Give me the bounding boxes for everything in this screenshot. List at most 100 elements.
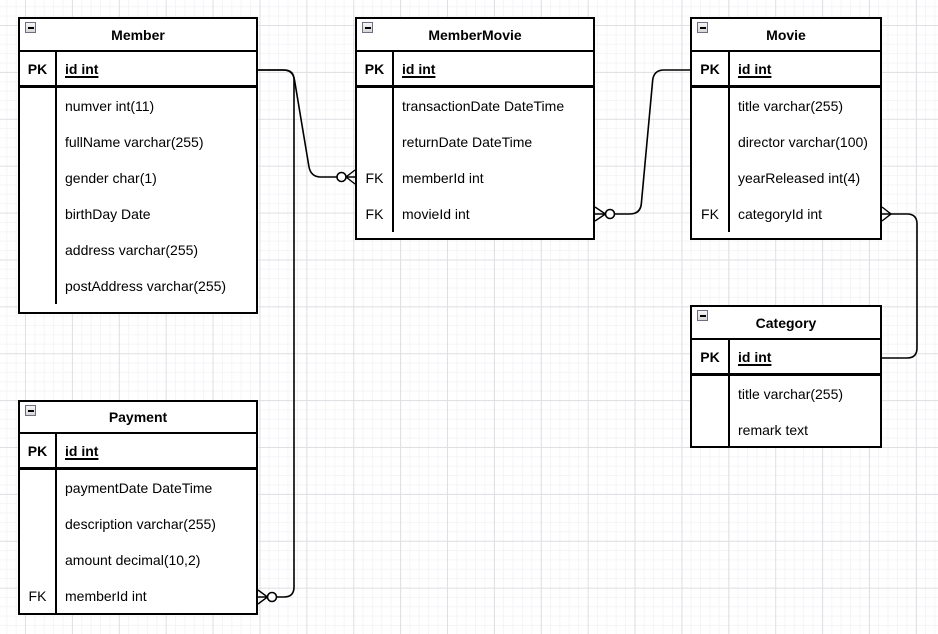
field-row-memberid[interactable]: FK memberId int — [357, 160, 593, 196]
key-cell — [357, 124, 392, 160]
field-cell: paymentDate DateTime — [55, 470, 256, 506]
field-cell: id int — [55, 434, 256, 467]
field-text: id int — [738, 60, 772, 77]
field-row-returndate[interactable]: returnDate DateTime — [357, 124, 593, 160]
field-row-gender[interactable]: gender char(1) — [20, 160, 256, 196]
zero-optional-circle-icon — [336, 171, 347, 183]
table-header-payment[interactable]: Payment — [20, 402, 256, 434]
collapse-icon[interactable] — [362, 22, 373, 33]
collapse-icon[interactable] — [697, 310, 708, 321]
pk-column-divider — [728, 340, 730, 448]
field-row-id[interactable]: PK id int — [692, 52, 880, 88]
field-text: paymentDate DateTime — [65, 480, 213, 496]
key-cell — [20, 160, 55, 196]
key-cell — [692, 376, 728, 412]
field-row-title[interactable]: title varchar(255) — [692, 88, 880, 124]
field-cell: id int — [728, 52, 880, 85]
field-cell: transactionDate DateTime — [392, 88, 593, 124]
minus-glyph — [699, 26, 706, 29]
field-row-paymentdate[interactable]: paymentDate DateTime — [20, 470, 256, 506]
zero-optional-circle-icon — [266, 591, 278, 603]
pk-column-divider — [392, 52, 394, 232]
key-cell — [692, 160, 728, 196]
field-text: id int — [402, 60, 436, 77]
field-text: gender char(1) — [65, 170, 157, 186]
field-cell: description varchar(255) — [55, 506, 256, 542]
key-cell: FK — [701, 206, 719, 222]
field-text: transactionDate DateTime — [402, 98, 565, 114]
field-row-postaddress[interactable]: postAddress varchar(255) — [20, 268, 256, 304]
collapse-icon[interactable] — [25, 22, 36, 33]
key-cell — [20, 232, 55, 268]
table-header-membermovie[interactable]: MemberMovie — [357, 19, 593, 52]
relation-movie-to-category[interactable] — [882, 213, 918, 359]
field-row-description[interactable]: description varchar(255) — [20, 506, 256, 542]
table-title: MemberMovie — [428, 26, 522, 43]
field-cell: remark text — [728, 412, 880, 448]
key-cell — [20, 506, 55, 542]
field-row-title[interactable]: title varchar(255) — [692, 376, 880, 412]
key-cell — [20, 196, 55, 232]
field-cell: id int — [392, 52, 593, 85]
field-text: id int — [738, 348, 772, 365]
field-cell: postAddress varchar(255) — [55, 268, 256, 304]
field-row-birthday[interactable]: birthDay Date — [20, 196, 256, 232]
relation-movie-to-membermovie[interactable] — [614, 69, 691, 215]
field-cell: numver int(11) — [55, 88, 256, 124]
collapse-icon[interactable] — [697, 22, 708, 33]
key-cell: FK — [365, 170, 384, 186]
field-cell: memberId int — [392, 160, 593, 196]
key-cell — [20, 542, 55, 578]
key-cell — [692, 88, 728, 124]
field-row-address[interactable]: address varchar(255) — [20, 232, 256, 268]
key-cell: PK — [700, 60, 720, 77]
field-text: title varchar(255) — [738, 386, 844, 402]
field-row-numver[interactable]: numver int(11) — [20, 88, 256, 124]
key-cell: PK — [700, 348, 720, 365]
zero-optional-circle-icon — [604, 208, 616, 220]
field-row-transactiondate[interactable]: transactionDate DateTime — [357, 88, 593, 124]
key-cell — [20, 470, 55, 506]
many-crowsfoot-icon — [594, 206, 607, 222]
collapse-icon[interactable] — [25, 405, 36, 416]
key-cell: PK — [27, 442, 48, 459]
relation-member-to-membermovie[interactable] — [258, 69, 337, 178]
field-text: fullName varchar(255) — [65, 134, 204, 150]
table-title: Payment — [108, 409, 168, 425]
table-title: Category — [755, 314, 817, 331]
field-cell: fullName varchar(255) — [55, 124, 256, 160]
field-text: returnDate DateTime — [402, 134, 533, 150]
field-row-director[interactable]: director varchar(100) — [692, 124, 880, 160]
field-cell: title varchar(255) — [728, 376, 880, 412]
field-row-amount[interactable]: amount decimal(10,2) — [20, 542, 256, 578]
table-header-category[interactable]: Category — [692, 307, 880, 340]
field-row-yearreleased[interactable]: yearReleased int(4) — [692, 160, 880, 196]
field-cell: amount decimal(10,2) — [55, 542, 256, 578]
field-row-id[interactable]: PK id int — [692, 340, 880, 376]
field-text: yearReleased int(4) — [738, 170, 861, 186]
field-text: director varchar(100) — [738, 134, 868, 150]
field-row-id[interactable]: PK id int — [20, 434, 256, 470]
field-row-remark[interactable]: remark text — [692, 412, 880, 448]
field-row-fullname[interactable]: fullName varchar(255) — [20, 124, 256, 160]
field-text: numver int(11) — [65, 98, 155, 114]
field-text: description varchar(255) — [65, 516, 216, 532]
key-cell — [20, 124, 55, 160]
table-header-movie[interactable]: Movie — [692, 19, 880, 52]
key-cell — [692, 412, 728, 448]
table-header-member[interactable]: Member — [20, 19, 256, 52]
field-text: title varchar(255) — [738, 98, 844, 114]
relation-member-to-payment[interactable] — [258, 69, 295, 598]
field-text: postAddress varchar(255) — [65, 278, 227, 294]
